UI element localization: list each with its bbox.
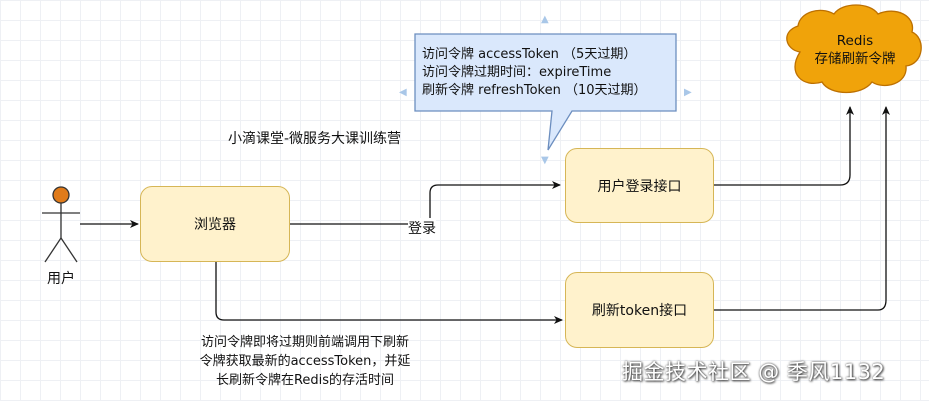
redis-cloud-shape[interactable] (786, 4, 922, 94)
watermark: 掘金技术社区 @ 季风1132 (622, 360, 886, 384)
token-note[interactable]: 访问令牌 accessToken （5天过期） 访问令牌过期时间：expireT… (422, 46, 647, 100)
login-api-label: 用户登录接口 (597, 178, 682, 195)
user-actor-label: 用户 (47, 271, 75, 287)
note-line-refresh-token: 刷新令牌 refreshToken （10天过期） (422, 83, 647, 98)
note-handle-top-icon[interactable]: ▲ (541, 14, 549, 25)
description-line-3: 长刷新令牌在Redis的存活时间 (215, 373, 395, 388)
redis-cloud-label: Redis 存储刷新令牌 (795, 32, 915, 68)
description-line-2: 令牌获取最新的accessToken，并延 (199, 354, 411, 369)
note-handle-right-icon[interactable]: ▶ (684, 87, 692, 98)
refresh-api-box[interactable]: 刷新token接口 (565, 272, 714, 348)
description-line-1: 访问令牌即将过期则前端调用下刷新 (200, 335, 409, 350)
user-actor-icon[interactable] (42, 186, 80, 263)
login-api-box[interactable]: 用户登录接口 (565, 148, 714, 223)
browser-box[interactable]: 浏览器 (140, 186, 290, 262)
edge-login-to-redis[interactable] (714, 106, 854, 186)
edge-browser-to-refresh[interactable] (215, 262, 563, 324)
edge-browser-to-login[interactable] (290, 181, 561, 225)
redis-purpose-label: 存储刷新令牌 (814, 51, 896, 67)
edge-refresh-to-redis[interactable] (714, 106, 890, 311)
refresh-api-label: 刷新token接口 (591, 303, 688, 319)
course-subtitle: 小滴课堂-微服务大课训练营 (228, 131, 402, 147)
note-handle-bottom-icon[interactable]: ▼ (541, 155, 549, 166)
browser-label: 浏览器 (194, 217, 236, 233)
note-line-expire-time: 访问令牌过期时间：expireTime (422, 65, 612, 80)
refresh-description: 访问令牌即将过期则前端调用下刷新 令牌获取最新的accessToken，并延 长… (170, 333, 440, 390)
login-edge-label: 登录 (408, 218, 436, 238)
note-handle-left-icon[interactable]: ◀ (399, 87, 407, 98)
note-line-access-token: 访问令牌 accessToken （5天过期） (422, 47, 637, 62)
redis-label: Redis (836, 33, 874, 49)
note-callout-shape[interactable] (414, 33, 677, 151)
